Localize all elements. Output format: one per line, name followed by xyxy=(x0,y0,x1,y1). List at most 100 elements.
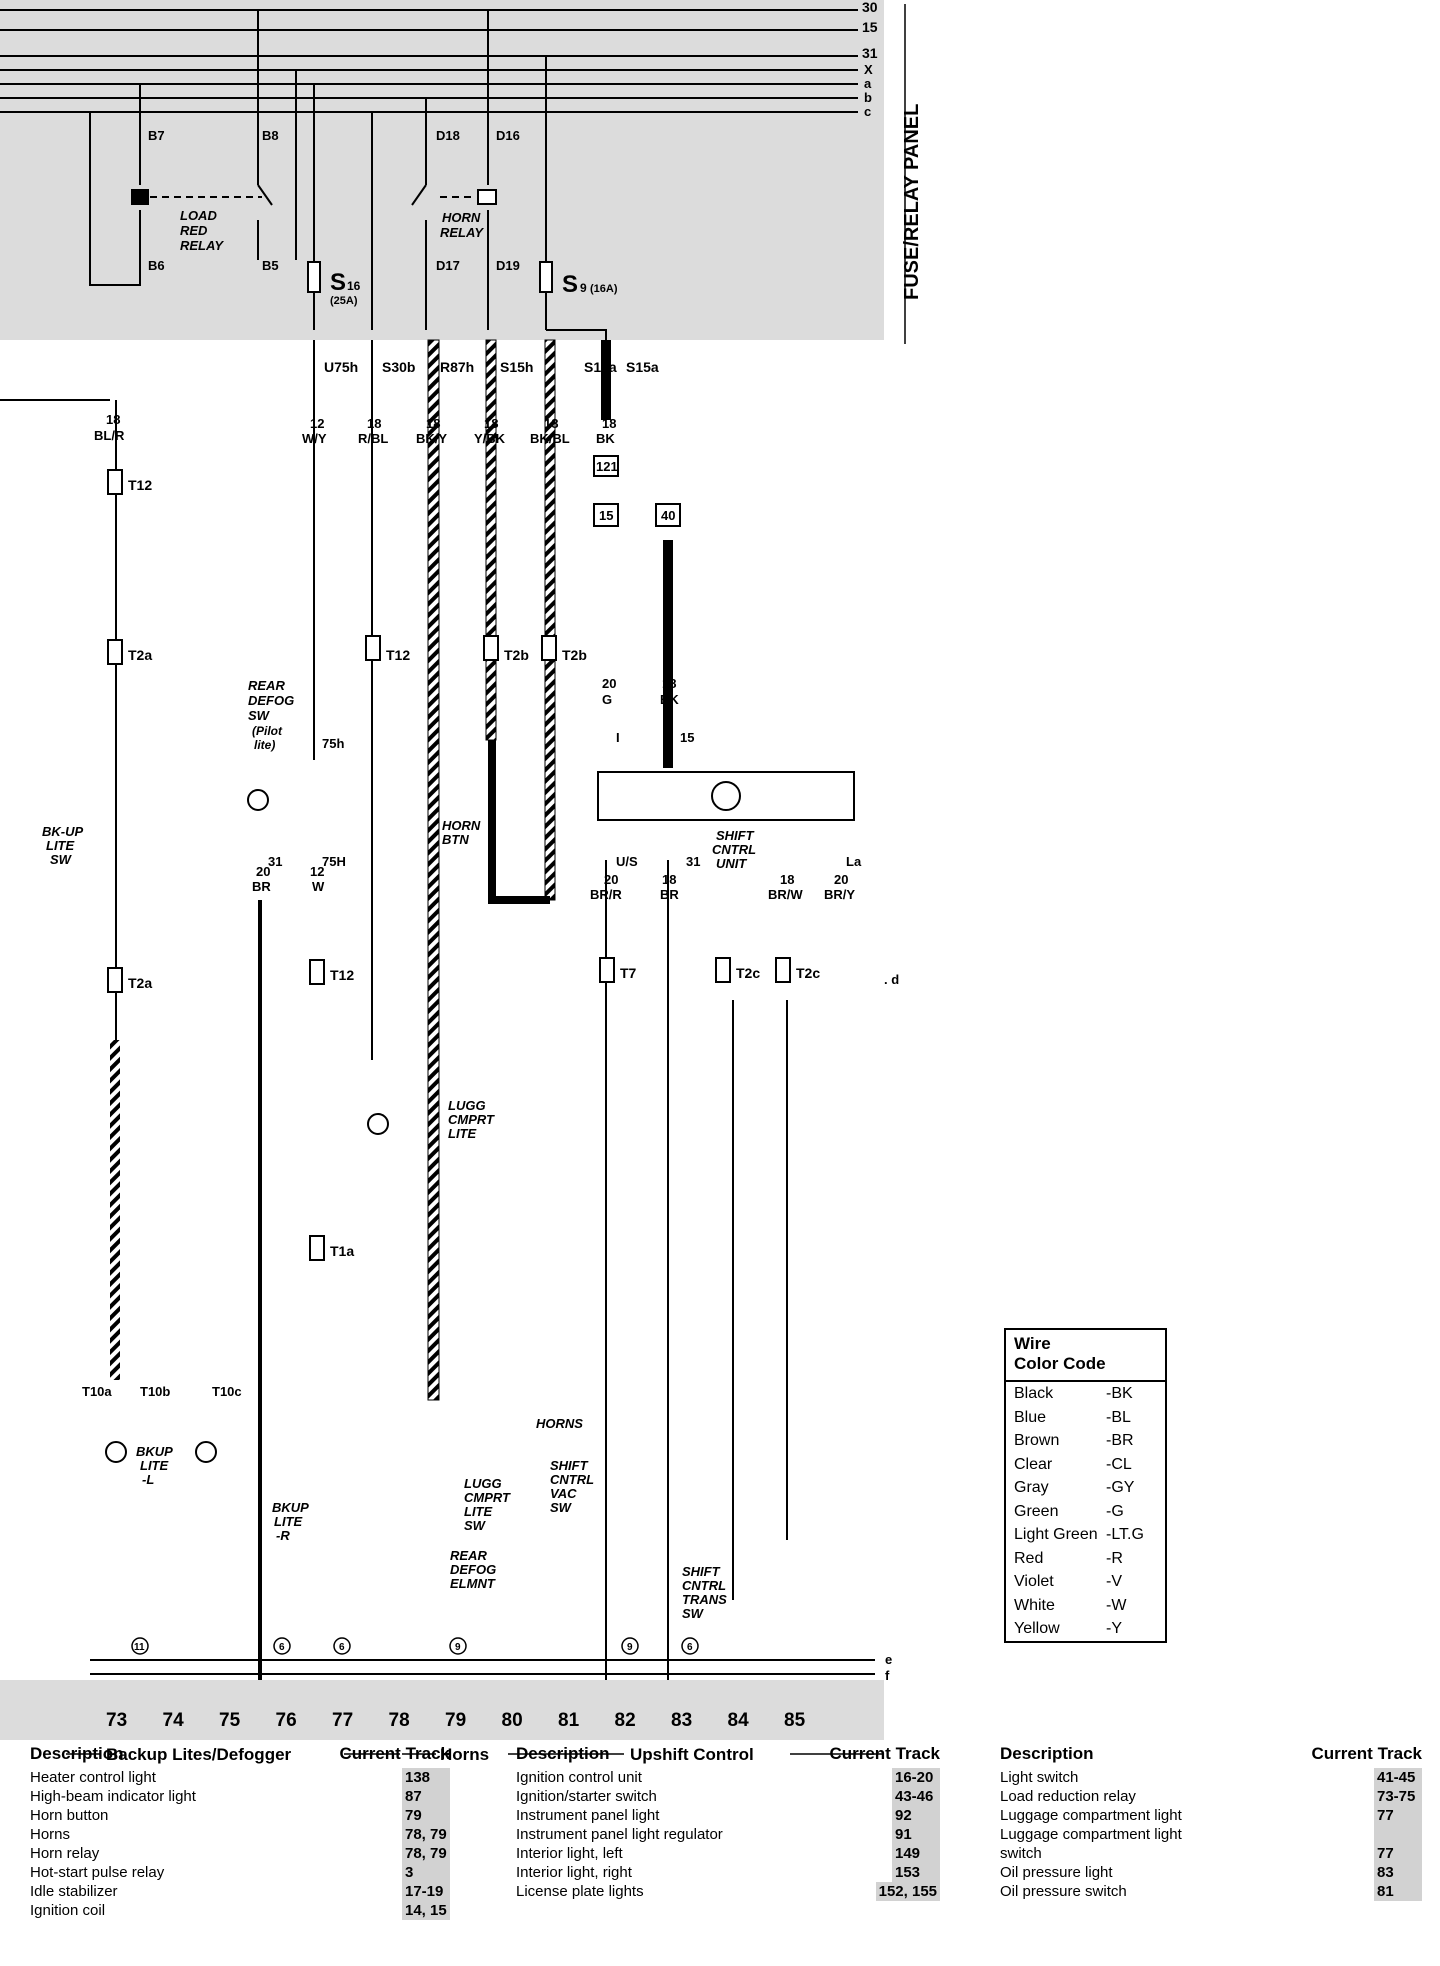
label-shift-cntrl-vac-sw: SHIFT CNTRL VAC SW xyxy=(550,1458,594,1515)
legend-color-name: Red xyxy=(1014,1549,1044,1567)
ground-marks: 11 6 6 9 9 6 xyxy=(131,1637,699,1655)
row-current-track: 78, 79 xyxy=(402,1844,450,1863)
wire-label-br-g: 20 xyxy=(256,864,270,879)
svg-text:LITE: LITE xyxy=(46,838,74,853)
wire-label-g-c: G xyxy=(602,692,612,707)
label-rear-defog-sw: REAR DEFOG SW (Pilot lite) xyxy=(248,678,294,752)
row-current-track: 153 xyxy=(892,1863,940,1882)
row-current-track xyxy=(1374,1825,1422,1844)
row-description: Horn button xyxy=(30,1807,109,1824)
desc-header: Description xyxy=(30,1744,124,1763)
pin-labels: 75h 75H 31 I 15 U/S 31 La . d xyxy=(268,730,899,987)
connector-t10a: T10a xyxy=(82,1384,112,1399)
wire-label-bl-r-c: BL/R xyxy=(94,428,125,443)
connector-t10b: T10b xyxy=(140,1384,170,1399)
ref-15: 15 xyxy=(599,508,613,523)
row-description: Load reduction relay xyxy=(1000,1788,1136,1805)
track-number: 76 xyxy=(276,1710,297,1731)
wire-label-r-bl-c: R/BL xyxy=(358,431,388,446)
row-description: Light switch xyxy=(1000,1769,1079,1786)
svg-text:LITE: LITE xyxy=(274,1514,302,1529)
legend-color-name: Violet xyxy=(1014,1573,1054,1590)
wire-label-y-bk-c: Y/BK xyxy=(474,431,506,446)
svg-text:S: S xyxy=(562,271,578,298)
legend-color-code: -GY xyxy=(1106,1479,1135,1496)
svg-text:ELMNT: ELMNT xyxy=(450,1576,496,1591)
legend-color-name: Brown xyxy=(1014,1432,1060,1449)
connector-t2b-a: T2b xyxy=(504,647,529,663)
legend-color-name: Gray xyxy=(1014,1479,1049,1496)
svg-text:(25A): (25A) xyxy=(330,295,358,307)
pin-u-s: U/S xyxy=(616,854,638,869)
row-description: Horns xyxy=(30,1826,71,1843)
component-labels: REAR DEFOG SW (Pilot lite) BK-UP LITE SW… xyxy=(42,678,756,1621)
label-rear-defog-elmnt: REAR DEFOG ELMNT xyxy=(450,1548,496,1591)
legend-color-name: Black xyxy=(1014,1385,1054,1402)
label-horn-btn: HORN BTN xyxy=(442,818,481,847)
lamps xyxy=(105,789,389,1463)
track-number: 84 xyxy=(728,1710,750,1731)
track-strip xyxy=(0,1680,884,1740)
connector-t12-c: T12 xyxy=(330,967,354,983)
group-horns: Horns xyxy=(440,1745,489,1764)
track-number: 77 xyxy=(332,1710,353,1731)
legend-row: Gray -GY xyxy=(1006,1476,1165,1500)
row-current-track: 78, 79 xyxy=(402,1825,450,1844)
pin-75H: 75H xyxy=(322,854,346,869)
row-description: Hot-start pulse relay xyxy=(30,1864,165,1881)
wire-label-br2-g: 18 xyxy=(662,872,676,887)
row-description: Ignition coil xyxy=(30,1902,106,1919)
legend-row: Green-G xyxy=(1006,1500,1165,1524)
svg-text:-R: -R xyxy=(276,1528,290,1543)
connector-t12-a: T12 xyxy=(128,477,152,493)
wire-runs xyxy=(0,339,788,1700)
connector-t7: T7 xyxy=(620,965,637,981)
svg-text:9: 9 xyxy=(580,281,587,295)
track-number: 79 xyxy=(445,1710,466,1731)
svg-text:TRANS: TRANS xyxy=(682,1592,727,1607)
label-horns: HORNS xyxy=(536,1416,583,1431)
terminal-d19: D19 xyxy=(496,258,520,273)
wire-label-br-r-c: BR/R xyxy=(590,887,622,902)
legend-color-code: -LT.G xyxy=(1106,1526,1144,1543)
row-current-track: 16-20 xyxy=(892,1768,940,1787)
panel-outputs: U75h S30b R87h S15h S15a S15a xyxy=(324,359,659,375)
legend-row: Light Green-LT.G xyxy=(1006,1523,1165,1547)
desc-header: Description xyxy=(1000,1744,1094,1763)
row-description: Heater control light xyxy=(30,1769,156,1786)
wire-label-bk-y-c: BK/Y xyxy=(416,431,447,446)
horn-relay-label: HORN RELAY xyxy=(440,210,484,240)
bus-label-a: a xyxy=(864,76,872,91)
ground-bus xyxy=(90,1659,875,1675)
track-number: 78 xyxy=(389,1710,410,1731)
row-description: Instrument panel light regulator xyxy=(516,1826,723,1843)
output-s30b: S30b xyxy=(382,359,415,375)
row-description: Oil pressure light xyxy=(1000,1864,1113,1881)
svg-text:RELAY: RELAY xyxy=(180,238,224,253)
output-s15a-2: S15a xyxy=(626,359,659,375)
svg-text:HORN: HORN xyxy=(442,818,481,833)
connector-t2a-b: T2a xyxy=(128,975,152,991)
legend-row: Clear-CL xyxy=(1006,1453,1165,1477)
row-description: Interior light, left xyxy=(516,1845,623,1862)
row-current-track: 14, 15 xyxy=(402,1901,450,1920)
row-current-track: 17-19 xyxy=(402,1882,450,1901)
legend-row: Red-R xyxy=(1006,1547,1165,1571)
svg-text:SHIFT: SHIFT xyxy=(682,1564,721,1579)
bus-label-x: X xyxy=(864,62,873,77)
